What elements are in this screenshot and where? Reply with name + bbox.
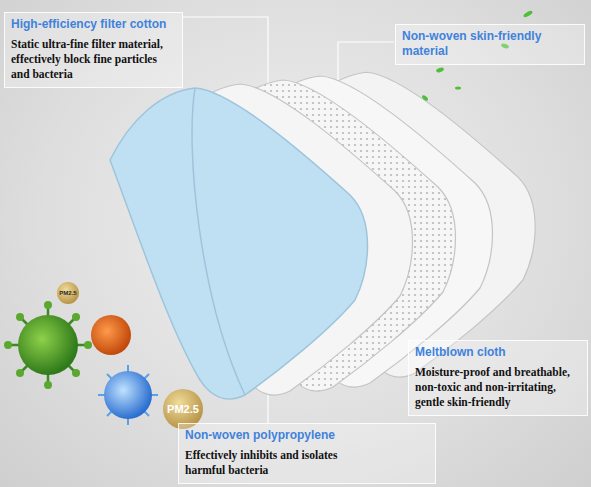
callout-box: High-efficiency filter cottonStatic ultr… xyxy=(4,12,183,88)
callout-box: Meltblown clothMoisture-proof and breath… xyxy=(408,340,588,416)
callout-body: Static ultra-fine filter material, effec… xyxy=(11,37,176,82)
callout-body: Effectively inhibits and isolates harmfu… xyxy=(185,448,360,478)
callout-heading: Meltblown cloth xyxy=(415,345,581,360)
callout-heading: Non-woven polypropylene xyxy=(185,428,429,443)
particle-label: PM2.5 xyxy=(167,403,199,415)
particle-label: PM2.5 xyxy=(59,290,76,296)
callout-heading: High-efficiency filter cotton xyxy=(11,17,176,32)
callout-heading: Non-woven skin-friendly material xyxy=(402,29,578,59)
callout-body: Moisture-proof and breathable, non-toxic… xyxy=(415,365,581,410)
callout-box: Non-woven skin-friendly material xyxy=(395,24,585,65)
callout-box: Non-woven polypropyleneEffectively inhib… xyxy=(178,423,436,484)
